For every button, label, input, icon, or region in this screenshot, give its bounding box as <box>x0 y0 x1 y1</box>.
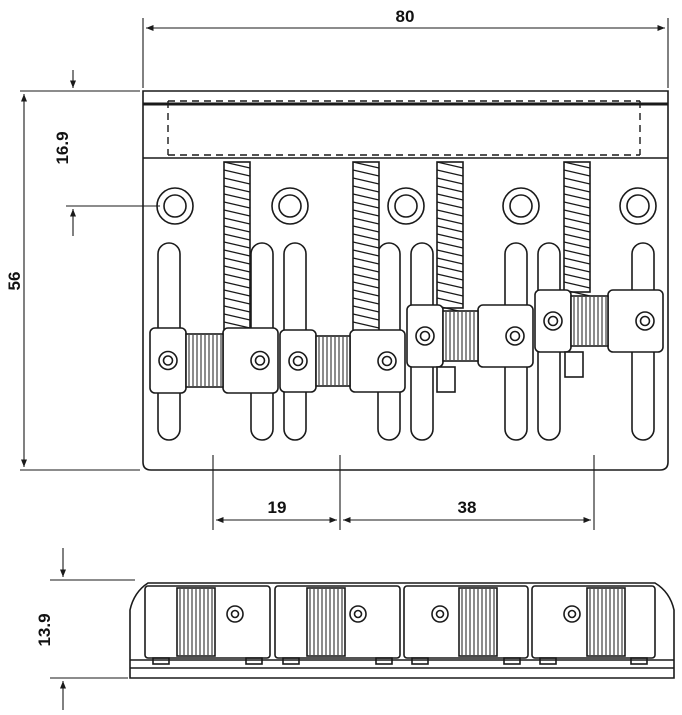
side-screw <box>563 605 581 623</box>
side-saddle <box>144 585 271 665</box>
saddles <box>149 289 664 394</box>
dimension-string-pitch-label: 19 <box>268 498 287 517</box>
screw-head <box>288 351 308 371</box>
saddle <box>534 289 664 378</box>
dimension-hole-offset-label: 16.9 <box>53 131 72 164</box>
side-screw <box>226 605 244 623</box>
saddle <box>406 304 534 393</box>
screw-head <box>543 311 563 331</box>
dimension-width-label: 80 <box>396 7 415 26</box>
intonation-springs <box>223 161 591 337</box>
saddle-thread <box>315 335 351 387</box>
side-saddle <box>403 585 529 665</box>
screw-head <box>505 326 525 346</box>
dimension-lines <box>20 18 669 710</box>
screw-head <box>377 351 397 371</box>
side-screw <box>349 605 367 623</box>
side-screw <box>431 605 449 623</box>
saddle-tab <box>436 366 456 393</box>
saddle-thread <box>442 310 479 362</box>
spring <box>352 161 380 337</box>
spring <box>223 161 251 331</box>
dimension-span-label: 38 <box>458 498 477 517</box>
side-saddles <box>144 585 656 665</box>
saddle <box>149 327 279 394</box>
side-view <box>129 582 675 679</box>
top-view <box>142 90 669 471</box>
dimension-height-label: 56 <box>5 272 24 291</box>
screw-head <box>250 350 270 371</box>
side-saddle <box>531 585 656 665</box>
screw-head <box>158 350 178 371</box>
screw-head <box>415 326 435 346</box>
spring <box>436 161 464 313</box>
mounting-holes <box>156 187 657 225</box>
side-saddle <box>274 585 401 665</box>
spring <box>563 161 591 297</box>
hidden-edge-lines <box>167 100 641 156</box>
dimension-side-height-label: 13.9 <box>35 613 54 646</box>
saddle <box>279 329 406 393</box>
screw-head <box>635 311 655 331</box>
saddle-tab <box>564 351 584 378</box>
